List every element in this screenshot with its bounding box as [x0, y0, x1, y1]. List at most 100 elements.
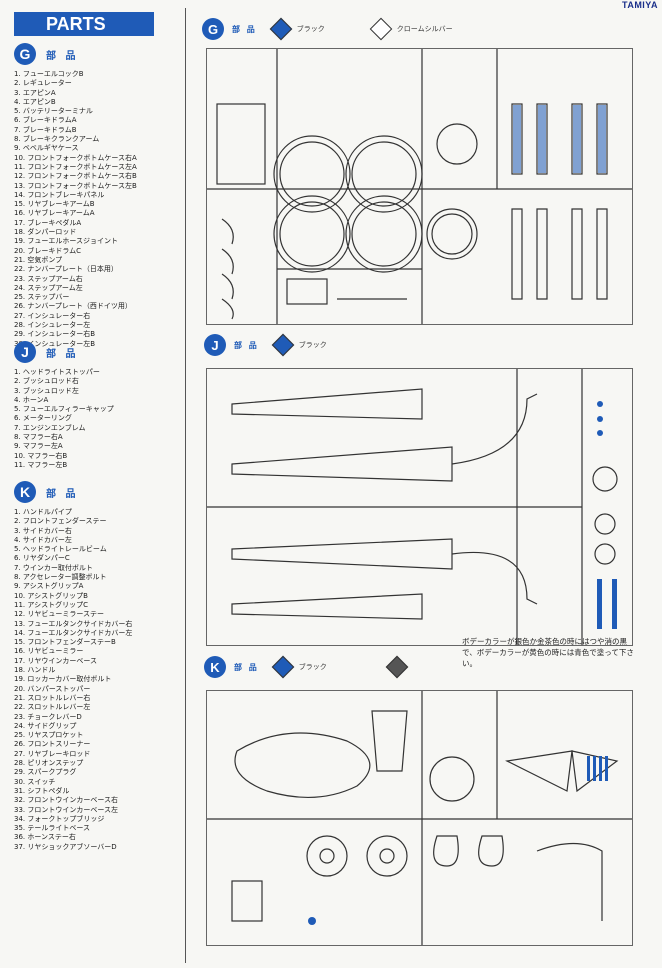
part-item: 13. フロントフォークボトムケース左B — [14, 181, 137, 190]
part-item: 4. サイドカバー左 — [14, 535, 72, 544]
part-item: 18. ダンパーロッド — [14, 228, 77, 237]
part-item: 20. バンパーストッパー — [14, 684, 91, 693]
part-item: 6. ブレーキドラムA — [14, 116, 77, 125]
part-item: 10. マフラー右B — [14, 451, 68, 460]
part-item: 24. ステップアーム左 — [14, 283, 83, 292]
part-item: 5. バッテリーターミナル — [14, 107, 93, 116]
part-item: 8. マフラー右A — [14, 433, 63, 442]
part-item: 29. スパークプラグ — [14, 768, 77, 777]
part-item: 17. ブレーキペダルA — [14, 218, 82, 227]
part-item: 7. エンジンエンブレム — [14, 423, 86, 432]
panel-g-color-2: クロームシルバー — [396, 25, 453, 33]
section-j-title: 部 品 — [46, 348, 79, 360]
part-item: 17. リヤウインカーベース — [14, 656, 98, 665]
part-item: 29. インシュレーター右B — [14, 330, 96, 339]
part-item: 9. アシストグリップA — [14, 582, 84, 591]
part-item: 19. ロッカーカバー取付ボルト — [14, 675, 112, 684]
panel-k-badge: K — [204, 656, 226, 678]
part-item: 8. アクセレーター調整ボルト — [14, 573, 107, 582]
part-item: 10. フロントフォークボトムケース右A — [14, 153, 137, 162]
part-item: 11. アシストグリップC — [14, 600, 88, 609]
part-item: 23. チョークレバーD — [14, 712, 82, 721]
column-divider — [185, 8, 186, 963]
part-item: 25. ステップバー — [14, 293, 70, 302]
part-item: 22. ナンバープレート（日本用） — [14, 265, 118, 274]
part-item: 23. ステップアーム右 — [14, 274, 83, 283]
part-item: 14. フロントブレーキパネル — [14, 190, 105, 199]
sprue-j — [206, 368, 633, 646]
part-item: 21. スロットルレバー右 — [14, 693, 91, 702]
panel-g-color-1: ブラック — [296, 25, 325, 33]
part-item: 6. リヤダンパーC — [14, 554, 70, 563]
panel-k-color-1: ブラック — [298, 663, 327, 671]
part-item: 22. スロットルレバー左 — [14, 703, 91, 712]
sprue-g — [206, 48, 633, 325]
part-item: 21. 空気ポンプ — [14, 255, 63, 264]
sprue-j-drawing — [207, 369, 618, 645]
part-item: 24. サイドグリップ — [14, 721, 77, 730]
part-item: 12. フロントフォークボトムケース右B — [14, 172, 137, 181]
part-item: 36. ホーンステー右 — [14, 833, 76, 842]
part-item: 14. フューエルタンクサイドカバー左 — [14, 628, 133, 637]
part-item: 15. フロントフェンダーステーB — [14, 638, 116, 647]
parts-title: PARTS — [14, 12, 154, 36]
part-item: 31. シフトペダル — [14, 786, 70, 795]
blue-diamond-icon — [271, 333, 295, 357]
part-item: 30. スイッチ — [14, 777, 56, 786]
part-item: 27. インシュレーター右 — [14, 311, 91, 320]
section-g-badge: G — [14, 43, 36, 65]
panel-g-title: 部 品 — [232, 24, 257, 34]
part-item: 9. ベベルギヤケース — [14, 144, 79, 153]
panel-g-badge: G — [202, 18, 224, 40]
part-item: 27. リヤブレーキロッド — [14, 749, 91, 758]
part-item: 26. フロントスリーナー — [14, 740, 91, 749]
section-k-badge: K — [14, 481, 36, 503]
sprue-g-drawing — [207, 49, 632, 324]
brand-logo: TAMIYA — [621, 0, 658, 10]
part-item: 32. フロントウインカーベース右 — [14, 796, 119, 805]
section-k-title: 部 品 — [46, 488, 79, 500]
part-item: 5. ヘッドライトレールビーム — [14, 545, 107, 554]
part-item: 34. フォークトップブリッジ — [14, 814, 105, 823]
k-paint-note: ボデーカラーが銀色か金茶色の時にはつや消の黒で、ボデーカラーが黄色の時には青色で… — [462, 637, 634, 668]
part-item: 19. フューエルホースジョイント — [14, 237, 119, 246]
sprue-k-drawing — [207, 691, 632, 945]
part-item: 33. フロントウインカーベース左 — [14, 805, 119, 814]
blue-diamond-icon — [271, 655, 295, 679]
part-item: 16. リヤブレーキアームA — [14, 209, 95, 218]
part-item: 11. フロントフォークボトムケース左A — [14, 162, 137, 171]
part-item: 7. ブレーキドラムB — [14, 125, 77, 134]
panel-k-title: 部 品 — [234, 662, 259, 672]
part-item: 1. フューエルコックB — [14, 70, 84, 78]
part-item: 1. ヘッドライトストッパー — [14, 368, 100, 376]
part-item: 13. フューエルタンクサイドカバー右 — [14, 619, 133, 628]
part-item: 3. エアピンA — [14, 88, 56, 97]
part-item: 6. メーターリング — [14, 414, 72, 423]
part-item: 26. ナンバープレート（西ドイツ用） — [14, 302, 132, 311]
part-item: 4. エアピンB — [14, 97, 56, 106]
part-item: 4. ホーンA — [14, 395, 49, 404]
part-item: 5. フューエルフィラーキャップ — [14, 405, 114, 414]
white-diamond-icon — [369, 17, 393, 41]
panel-j-color-1: ブラック — [298, 341, 327, 349]
blue-diamond-icon — [269, 17, 293, 41]
part-item: 37. リヤショックアブソーバーD — [14, 842, 117, 851]
part-item: 12. リヤビューミラーステー — [14, 610, 105, 619]
panel-j-title: 部 品 — [234, 340, 259, 350]
panel-g-header: G 部 品 ブラック クロームシルバー — [202, 17, 453, 41]
part-item: 20. ブレーキドラムC — [14, 246, 82, 255]
part-item: 15. リヤブレーキアームB — [14, 200, 95, 209]
part-item: 10. アシストグリップB — [14, 591, 88, 600]
gray-diamond-icon — [385, 655, 409, 679]
part-item: 28. ピリオンステップ — [14, 759, 84, 768]
section-j-badge: J — [14, 341, 36, 363]
part-item: 1. ハンドルパイプ — [14, 508, 72, 516]
part-item: 7. ウインカー取付ボルト — [14, 563, 93, 572]
part-item: 28. インシュレーター左 — [14, 321, 91, 330]
part-item: 2. フロントフェンダーステー — [14, 517, 107, 526]
